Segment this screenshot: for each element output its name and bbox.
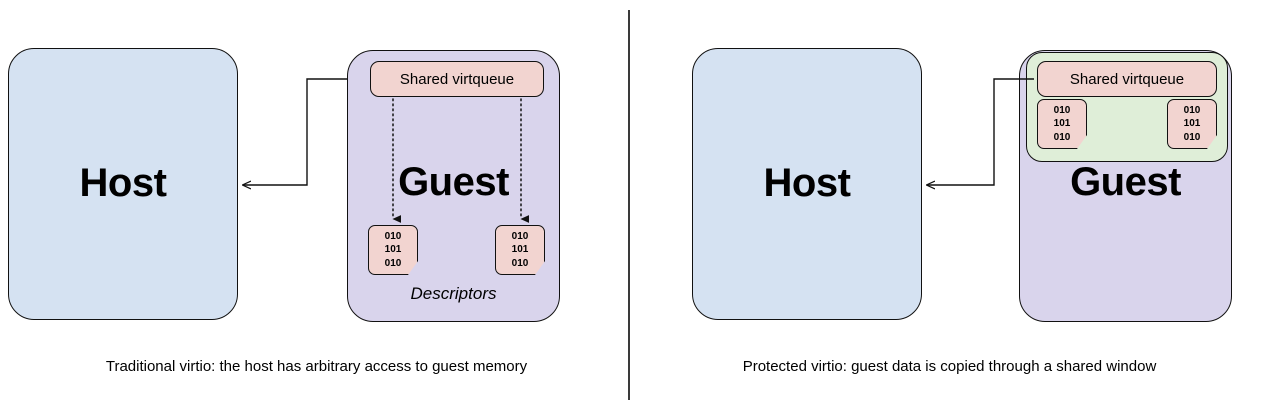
descriptor-line: 010	[1053, 131, 1071, 143]
descriptor-line: 010	[1053, 104, 1071, 116]
panel-protected-virtio: Host Guest Shared virtqueue 010 101 010 …	[633, 0, 1266, 408]
descriptor-line: 101	[1183, 118, 1201, 130]
descriptor-line: 101	[511, 244, 529, 256]
descriptor-line: 010	[511, 230, 529, 242]
guest-label-left: Guest	[398, 160, 509, 204]
host-copy-arrow-right	[927, 78, 1034, 185]
descriptor-box: 010 101 010	[1037, 99, 1087, 149]
host-box-right	[692, 48, 922, 320]
host-access-arrow-left	[243, 78, 347, 185]
descriptor-line: 010	[384, 257, 402, 269]
descriptors-caption: Descriptors	[410, 284, 497, 303]
descriptor-box: 010 101 010	[368, 225, 418, 275]
descriptor-line: 101	[1053, 118, 1071, 130]
shared-virtqueue-label-right: Shared virtqueue	[1069, 70, 1185, 88]
panel-divider	[628, 10, 630, 400]
descriptor-line: 101	[384, 244, 402, 256]
host-label-right: Host	[763, 161, 851, 205]
descriptor-line: 010	[1183, 131, 1201, 143]
panel-traditional-virtio: Host Guest Shared virtqueue 010 101 010 …	[8, 48, 560, 375]
descriptor-box: 010 101 010	[495, 225, 545, 275]
caption-left: Traditional virtio: the host has arbitra…	[105, 358, 528, 375]
host-box-left	[8, 48, 238, 320]
shared-virtqueue-right: Shared virtqueue	[1037, 61, 1217, 97]
guest-label-right: Guest	[1070, 160, 1181, 204]
caption-right: Protected virtio: guest data is copied t…	[742, 358, 1157, 375]
descriptor-box: 010 101 010	[1167, 99, 1217, 149]
host-label-left: Host	[79, 161, 167, 205]
descriptor-line: 010	[384, 230, 402, 242]
descriptor-line: 010	[511, 257, 529, 269]
shared-virtqueue-left: Shared virtqueue	[370, 61, 544, 97]
descriptor-line: 010	[1183, 104, 1201, 116]
shared-virtqueue-label-left: Shared virtqueue	[399, 70, 515, 88]
